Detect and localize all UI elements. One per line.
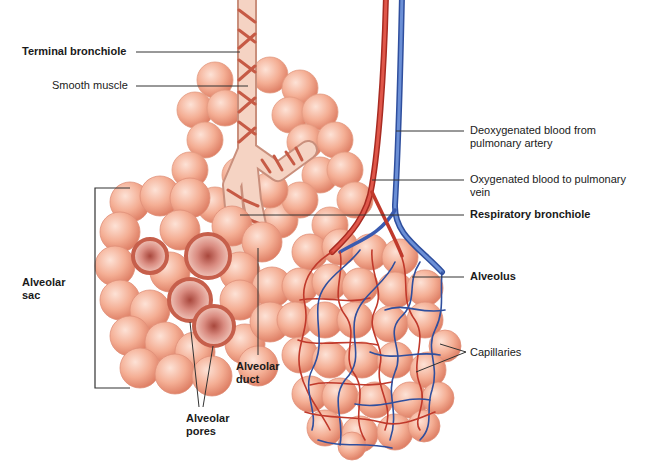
capillary-network-part <box>309 250 360 430</box>
part-label: Alveolus <box>470 270 516 283</box>
leader-lines <box>136 52 466 407</box>
alveolar-sac-part <box>95 246 135 286</box>
pulmonary-vessels <box>332 0 442 272</box>
alveolar-sac-bracket <box>95 188 130 388</box>
alveolar-openings-part <box>194 306 234 346</box>
pulmonary-vessels-part <box>395 0 442 272</box>
alveolus-cluster-part <box>377 414 413 450</box>
smooth-muscle-bands-part <box>239 10 255 142</box>
alveolar-sac-part <box>120 348 160 388</box>
group-label: Alveolar sac <box>22 276 80 302</box>
leader-lines-part <box>258 248 259 355</box>
capillary-network-part <box>338 252 365 440</box>
leader-lines-part <box>372 180 464 181</box>
capillary-network <box>298 250 445 448</box>
pulmonary-vessels-part <box>372 192 402 256</box>
vessel-label: Oxygenated blood to pulmonary vein <box>470 173 645 199</box>
alveolus-cluster-part <box>312 342 348 378</box>
part-label: Capillaries <box>470 346 521 359</box>
part-label: Terminal bronchiole <box>22 45 126 58</box>
leader-lines-part <box>136 86 248 87</box>
part-label: Respiratory bronchiole <box>470 208 590 221</box>
alveolus-cluster-part <box>372 306 408 342</box>
leader-lines-part <box>136 52 240 53</box>
part-label: Smooth muscle <box>52 79 128 92</box>
capillary-network-part <box>318 440 392 448</box>
alveolus-cluster-part <box>408 410 440 442</box>
leader-lines-part <box>396 131 464 132</box>
capillary-network-part <box>355 307 445 405</box>
alveolar-sac-part <box>155 354 195 394</box>
alveolus-cluster-part <box>422 382 454 414</box>
part-label: Alveolar pores <box>186 412 246 438</box>
alveolar-sac-part <box>192 356 232 396</box>
alveolar-sac-bracket-part <box>95 188 130 388</box>
leader-lines-part <box>412 277 464 278</box>
alveolar-openings-part <box>133 239 167 273</box>
capillary-network-part <box>420 272 442 440</box>
alveolar-sac <box>95 176 292 396</box>
alveolar-openings-part <box>186 234 230 278</box>
vessel-label: Deoxygenated blood from pulmonary artery <box>470 124 645 150</box>
capillary-network-part <box>298 298 392 385</box>
capillary-network-part <box>305 412 435 424</box>
part-label: Alveolar duct <box>236 360 290 386</box>
leader-lines-part <box>416 344 466 372</box>
alveolar-openings <box>133 234 234 346</box>
smooth-muscle-bands-part <box>262 148 302 172</box>
leader-lines-part <box>240 215 464 216</box>
pulmonary-vessels-part <box>395 0 442 272</box>
leader-lines-part <box>190 322 213 407</box>
capillary-network-part <box>390 262 420 440</box>
alveolus-cluster-part <box>338 432 366 460</box>
pulmonary-vessels-part <box>332 0 386 252</box>
alveolus-cluster-part <box>342 268 378 304</box>
pulmonary-vessels-part <box>332 0 386 252</box>
